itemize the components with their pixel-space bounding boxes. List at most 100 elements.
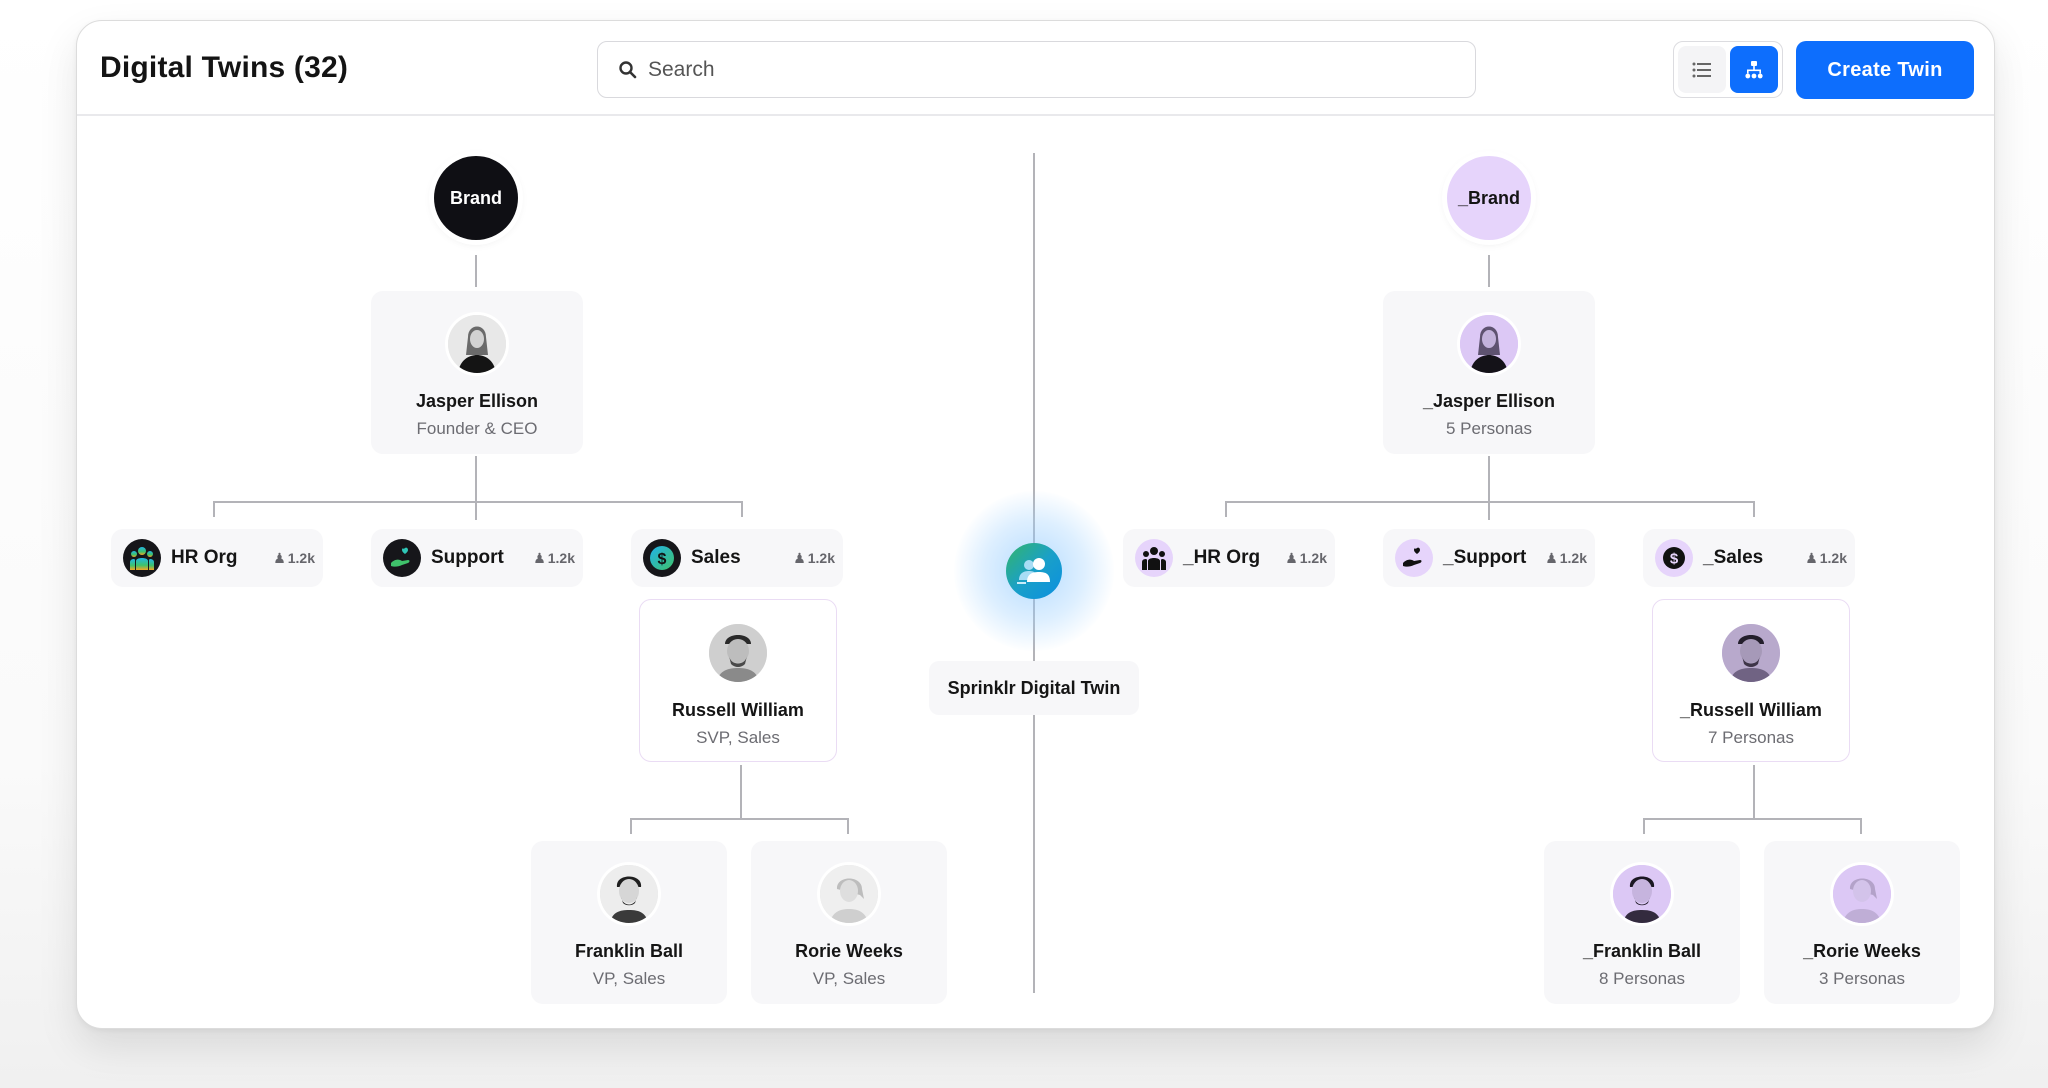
member-count: ♟1.2k	[533, 549, 575, 567]
member-count: ♟1.2k	[273, 549, 315, 567]
connector	[630, 818, 632, 834]
connector	[213, 501, 743, 503]
connector	[1643, 818, 1645, 834]
group-label: _HR Org	[1183, 547, 1261, 568]
sprinklr-digital-twin-node[interactable]	[1006, 543, 1062, 599]
hand-heart-icon	[383, 539, 421, 577]
member-count: ♟1.2k	[793, 549, 835, 567]
connector	[475, 456, 477, 520]
report-twin-card[interactable]: _Rorie Weeks 3 Personas	[1764, 841, 1960, 1004]
sales-head-title: SVP, Sales	[696, 728, 780, 747]
group-sales-twin[interactable]: $ _Sales ♟1.2k	[1643, 529, 1855, 587]
sales-head-name: Russell William	[672, 700, 804, 720]
create-twin-button[interactable]: Create Twin	[1796, 41, 1974, 99]
report-twin-card[interactable]: _Franklin Ball 8 Personas	[1544, 841, 1740, 1004]
search-field[interactable]	[597, 41, 1476, 98]
member-count: ♟1.2k	[1545, 549, 1587, 567]
connector	[1225, 501, 1755, 503]
connector	[213, 501, 215, 517]
dollar-icon: $	[1655, 539, 1693, 577]
person-photo-icon	[1833, 865, 1891, 923]
list-icon	[1692, 62, 1711, 77]
connector	[1860, 818, 1862, 834]
group-support[interactable]: Support ♟1.2k	[371, 529, 583, 587]
avatar	[600, 865, 658, 923]
person-photo-icon	[820, 865, 878, 923]
view-toggle	[1673, 41, 1783, 98]
user-icon: ♟	[1545, 549, 1558, 566]
digital-twins-panel: Digital Twins (32)	[76, 20, 1995, 1029]
svg-text:$: $	[658, 551, 667, 568]
report-title: VP, Sales	[592, 969, 666, 988]
report-title: VP, Sales	[812, 969, 886, 988]
user-icon: ♟	[793, 549, 806, 566]
report-name: _Rorie Weeks	[1803, 941, 1921, 961]
person-photo-icon	[1613, 865, 1671, 923]
avatar	[709, 624, 767, 682]
people-icon	[123, 539, 161, 577]
dollar-icon: $	[643, 539, 681, 577]
avatar	[820, 865, 878, 923]
connector	[1753, 765, 1755, 819]
person-photo-icon	[1722, 624, 1780, 682]
member-count: ♟1.2k	[1285, 549, 1327, 567]
avatar	[1613, 865, 1671, 923]
group-label: _Support	[1443, 547, 1527, 568]
panel-header: Digital Twins (32)	[77, 21, 1994, 116]
connector	[475, 255, 477, 287]
sales-head-card[interactable]: Russell William SVP, Sales	[639, 599, 837, 762]
group-label: Sales	[691, 547, 741, 568]
sprinklr-digital-twin-label[interactable]: Sprinklr Digital Twin	[929, 661, 1139, 715]
person-photo-icon	[600, 865, 658, 923]
connector	[847, 818, 849, 834]
connector	[1225, 501, 1227, 517]
leader-twin-card[interactable]: _Jasper Ellison 5 Personas	[1383, 291, 1595, 454]
avatar	[1722, 624, 1780, 682]
hand-heart-icon	[1395, 539, 1433, 577]
person-photo-icon	[709, 624, 767, 682]
sales-head-personas: 7 Personas	[1708, 728, 1794, 747]
group-label: _Sales	[1703, 547, 1764, 568]
report-name: _Franklin Ball	[1582, 941, 1702, 961]
connector	[1488, 456, 1490, 520]
person-photo-icon	[1460, 315, 1518, 373]
connector	[741, 501, 743, 517]
report-name: Rorie Weeks	[795, 941, 903, 961]
group-hr-org-twin[interactable]: _HR Org ♟1.2k	[1123, 529, 1335, 587]
people-icon	[1135, 539, 1173, 577]
report-personas: 3 Personas	[1819, 969, 1905, 988]
user-icon: ♟	[1285, 549, 1298, 566]
report-card[interactable]: Franklin Ball VP, Sales	[531, 841, 727, 1004]
sales-head-twin-card[interactable]: _Russell William 7 Personas	[1652, 599, 1850, 762]
avatar	[448, 315, 506, 373]
user-icon: ♟	[1805, 549, 1818, 566]
report-card[interactable]: Rorie Weeks VP, Sales	[751, 841, 947, 1004]
connector	[630, 818, 849, 820]
search-icon	[619, 60, 637, 78]
tree-view-button[interactable]	[1730, 46, 1778, 93]
sales-head-name: _Russell William	[1680, 700, 1822, 720]
brand-node[interactable]: Brand	[434, 156, 518, 240]
page-title: Digital Twins (32)	[100, 51, 349, 84]
leader-personas: 5 Personas	[1446, 419, 1532, 438]
hierarchy-icon	[1745, 60, 1763, 78]
group-hr-org[interactable]: HR Org ♟1.2k	[111, 529, 323, 587]
report-personas: 8 Personas	[1599, 969, 1685, 988]
search-input[interactable]	[648, 57, 1420, 82]
group-label: Support	[431, 547, 504, 568]
connector	[1643, 818, 1862, 820]
connector	[740, 765, 742, 819]
leader-title: Founder & CEO	[416, 419, 538, 438]
group-sales[interactable]: $ Sales ♟1.2k	[631, 529, 843, 587]
person-photo-icon	[448, 315, 506, 373]
list-view-button[interactable]	[1678, 46, 1726, 93]
leader-name: _Jasper Ellison	[1422, 391, 1556, 411]
leader-card[interactable]: Jasper Ellison Founder & CEO	[371, 291, 583, 454]
brand-twin-node[interactable]: _Brand	[1447, 156, 1531, 240]
group-label: HR Org	[171, 547, 238, 568]
user-icon: ♟	[533, 549, 546, 566]
users-icon	[1017, 558, 1050, 584]
group-support-twin[interactable]: _Support ♟1.2k	[1383, 529, 1595, 587]
connector	[1488, 255, 1490, 287]
report-name: Franklin Ball	[574, 941, 684, 961]
